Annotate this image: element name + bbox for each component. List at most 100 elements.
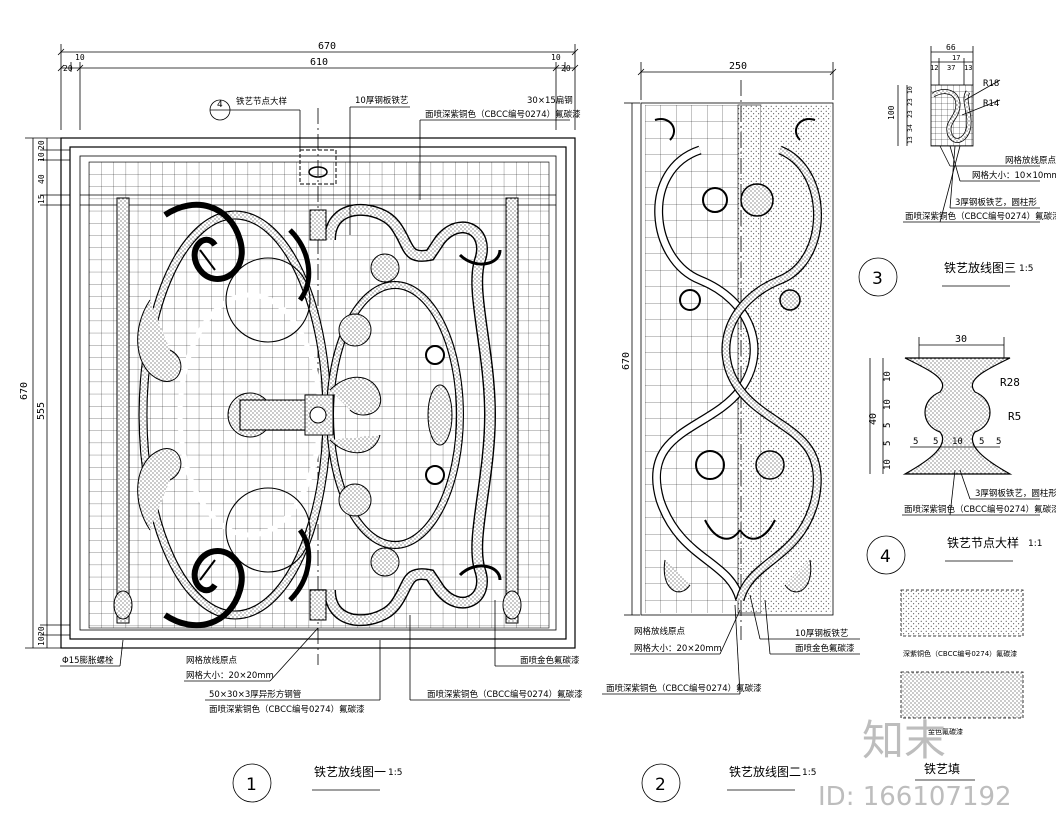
drawing-4-title-text: 铁艺节点大样 [947, 535, 1019, 550]
drawing-3-number: 3 [872, 269, 883, 289]
callout-2-gold: 面喷金色氟碳漆 [795, 643, 855, 654]
callout-3-grid-point: 网格放线原点 [1005, 155, 1056, 166]
callout-grid-size: 网格大小：20×20mm [186, 670, 274, 681]
dim-3-r2: R14 [983, 99, 999, 109]
drawing-2-frame [640, 102, 834, 616]
drawing-4-node-detail: 30 40 10 10 5 5 10 5 5 10 5 5 R28 R5 3厚钢… [866, 334, 1056, 575]
dim-left-part-2: 40 [37, 174, 46, 184]
drawing-1-callouts: 4 铁艺节点大样 10厚钢板铁艺 30×15扁钢 面喷深紫铜色（CBCC编号02… [60, 95, 583, 715]
callout-tube: 50×30×3厚异形方钢管 [209, 689, 301, 700]
dim-4-height: 40 [868, 413, 879, 425]
dim-top-right-a: 10 [551, 53, 561, 62]
callout-anchor-bolt: Φ15膨胀螺栓 [62, 655, 114, 666]
callout-2-grid-size: 网格大小：20×20mm [634, 643, 722, 654]
drawing-3-title-text: 铁艺放线图三 [944, 260, 1016, 275]
dim-4-left-0: 10 [883, 371, 893, 382]
callout-flat-steel-paint: 面喷深紫铜色（CBCC编号0274）氟碳漆 [425, 109, 581, 120]
dim-4-width: 30 [955, 334, 967, 345]
drawing-1-title-text: 铁艺放线图一 [314, 764, 386, 779]
drawing-2-title-text: 铁艺放线图二 [729, 764, 801, 779]
bar-left [116, 197, 130, 624]
callout-copper-paint: 面喷深紫铜色（CBCC编号0274）氟碳漆 [427, 689, 583, 700]
dim-4-bottom-1: 5 [933, 437, 938, 447]
drawing-1-elevation: 670 610 10 20 10 20 670 555 20 10 40 15 … [19, 41, 583, 803]
center-medallion [299, 149, 337, 621]
dim-left-bottom-0: 20 [37, 626, 46, 636]
dim-3-width: 66 [946, 43, 956, 52]
drawing-2-title: 2 铁艺放线图二 1:5 [641, 763, 816, 803]
legend: 深紫铜色（CBCC编号0274）氟碳漆 金色氟碳漆 铁艺填 [900, 589, 1024, 781]
dim-4-bottom-0: 5 [913, 437, 918, 447]
dim-4-left-2: 5 [883, 423, 893, 428]
drawing-1-left-dimensions: 670 555 20 10 40 15 20 10 [19, 137, 70, 649]
ornament-left [137, 201, 332, 629]
dim-3-part-0: 12 [930, 64, 938, 72]
drawing-4-scale: 1:1 [1028, 539, 1042, 549]
dim-left-inner: 555 [36, 402, 47, 420]
callout-2-plate: 10厚钢板铁艺 [795, 628, 848, 639]
drawing-1-bubble [232, 763, 272, 803]
callout-4-plate: 3厚钢板铁艺，圆柱形 [975, 488, 1056, 499]
dim-4-r1: R28 [1000, 376, 1020, 389]
dim-3-height: 100 [887, 105, 896, 120]
bar-right [505, 197, 519, 624]
drawing-2-elevation: 250 670 网格放线原点 网格大小：20×20mm [602, 61, 860, 803]
legend-item-gold: 金色氟碳漆 [928, 727, 963, 736]
callout-gold-paint: 面喷金色氟碳漆 [520, 655, 580, 666]
dim-top-total: 670 [318, 41, 336, 52]
drawing-1-number: 1 [246, 775, 257, 795]
watermark-logo: 知末 [862, 716, 946, 765]
drawing-2-callouts: 网格放线原点 网格大小：20×20mm 10厚钢板铁艺 面喷金色氟碳漆 面喷深紫… [602, 594, 860, 695]
callout-3-paint: 面喷深紫铜色（CBCC编号0274）氟碳漆 [905, 211, 1056, 222]
dim-3-left-1: 23 [906, 98, 914, 106]
legend-title: 铁艺填 [924, 762, 960, 776]
dim-top-left-a: 10 [75, 53, 85, 62]
drawing-2-number: 2 [655, 775, 666, 795]
drawing-2-bubble [641, 763, 681, 803]
legend-item-copper: 深紫铜色（CBCC编号0274）氟碳漆 [903, 649, 1017, 658]
dim-top-inner: 610 [310, 57, 328, 68]
dim-3-r1: R18 [983, 79, 999, 89]
node-detail-mark: 4 [217, 100, 223, 110]
dim-left-total: 670 [19, 382, 30, 400]
dim-4-bottom-3: 5 [979, 437, 984, 447]
drawing-1-scale: 1:5 [388, 768, 402, 778]
dim-3-left-2: 23 [906, 110, 914, 118]
dim-top-right-b: 20 [561, 64, 571, 73]
dim-left-bottom-1: 10 [37, 636, 46, 646]
drawing-4-bubble [866, 535, 906, 575]
ornament-right [324, 203, 502, 627]
dim-4-left-1: 10 [883, 399, 893, 410]
legend-swatch-copper [900, 589, 1024, 637]
drawing-1-top-dimensions: 670 610 10 20 10 20 [57, 41, 579, 130]
dim-left-part-1: 10 [37, 152, 46, 162]
dim-4-bottom-2: 10 [952, 437, 963, 447]
callout-4-paint: 面喷深紫铜色（CBCC编号0274）氟碳漆 [904, 504, 1056, 515]
callout-flat-steel: 30×15扁钢 [527, 95, 573, 106]
watermark-id: ID: 166107192 [818, 782, 1012, 812]
drawing-1-title: 1 铁艺放线图一 1:5 [232, 763, 402, 803]
callout-tube-paint: 面喷深紫铜色（CBCC编号0274）氟碳漆 [209, 704, 365, 715]
callout-grid-point: 网格放线原点 [186, 655, 238, 666]
baluster-profile [902, 357, 1013, 475]
dim-3-left-0: 10 [906, 86, 914, 94]
drawing-4-number: 4 [880, 547, 891, 567]
callout-2-grid-point: 网格放线原点 [634, 626, 686, 637]
dim-2-height: 670 [621, 352, 632, 370]
drawing-2-ornament [652, 118, 822, 602]
dim-3-part-2: 13 [964, 64, 972, 72]
dim-3-inner: 17 [952, 54, 960, 62]
dim-left-part-0: 20 [37, 140, 46, 150]
callout-2-copper: 面喷深紫铜色（CBCC编号0274）氟碳漆 [606, 683, 762, 694]
watermark: 知末 ID: 166107192 [818, 716, 1012, 812]
dim-3-left-4: 13 [906, 136, 914, 144]
dim-top-left-b: 20 [63, 64, 73, 73]
dim-3-part-1: 37 [947, 64, 955, 72]
callout-plate: 10厚钢板铁艺 [355, 95, 408, 106]
legend-swatch-gold [900, 671, 1024, 719]
dim-2-width: 250 [729, 61, 747, 72]
callout-3-plate: 3厚钢板铁艺，圆柱形 [955, 197, 1037, 208]
callout-node-detail: 铁艺节点大样 [236, 96, 288, 107]
dim-4-left-4: 10 [883, 459, 893, 470]
